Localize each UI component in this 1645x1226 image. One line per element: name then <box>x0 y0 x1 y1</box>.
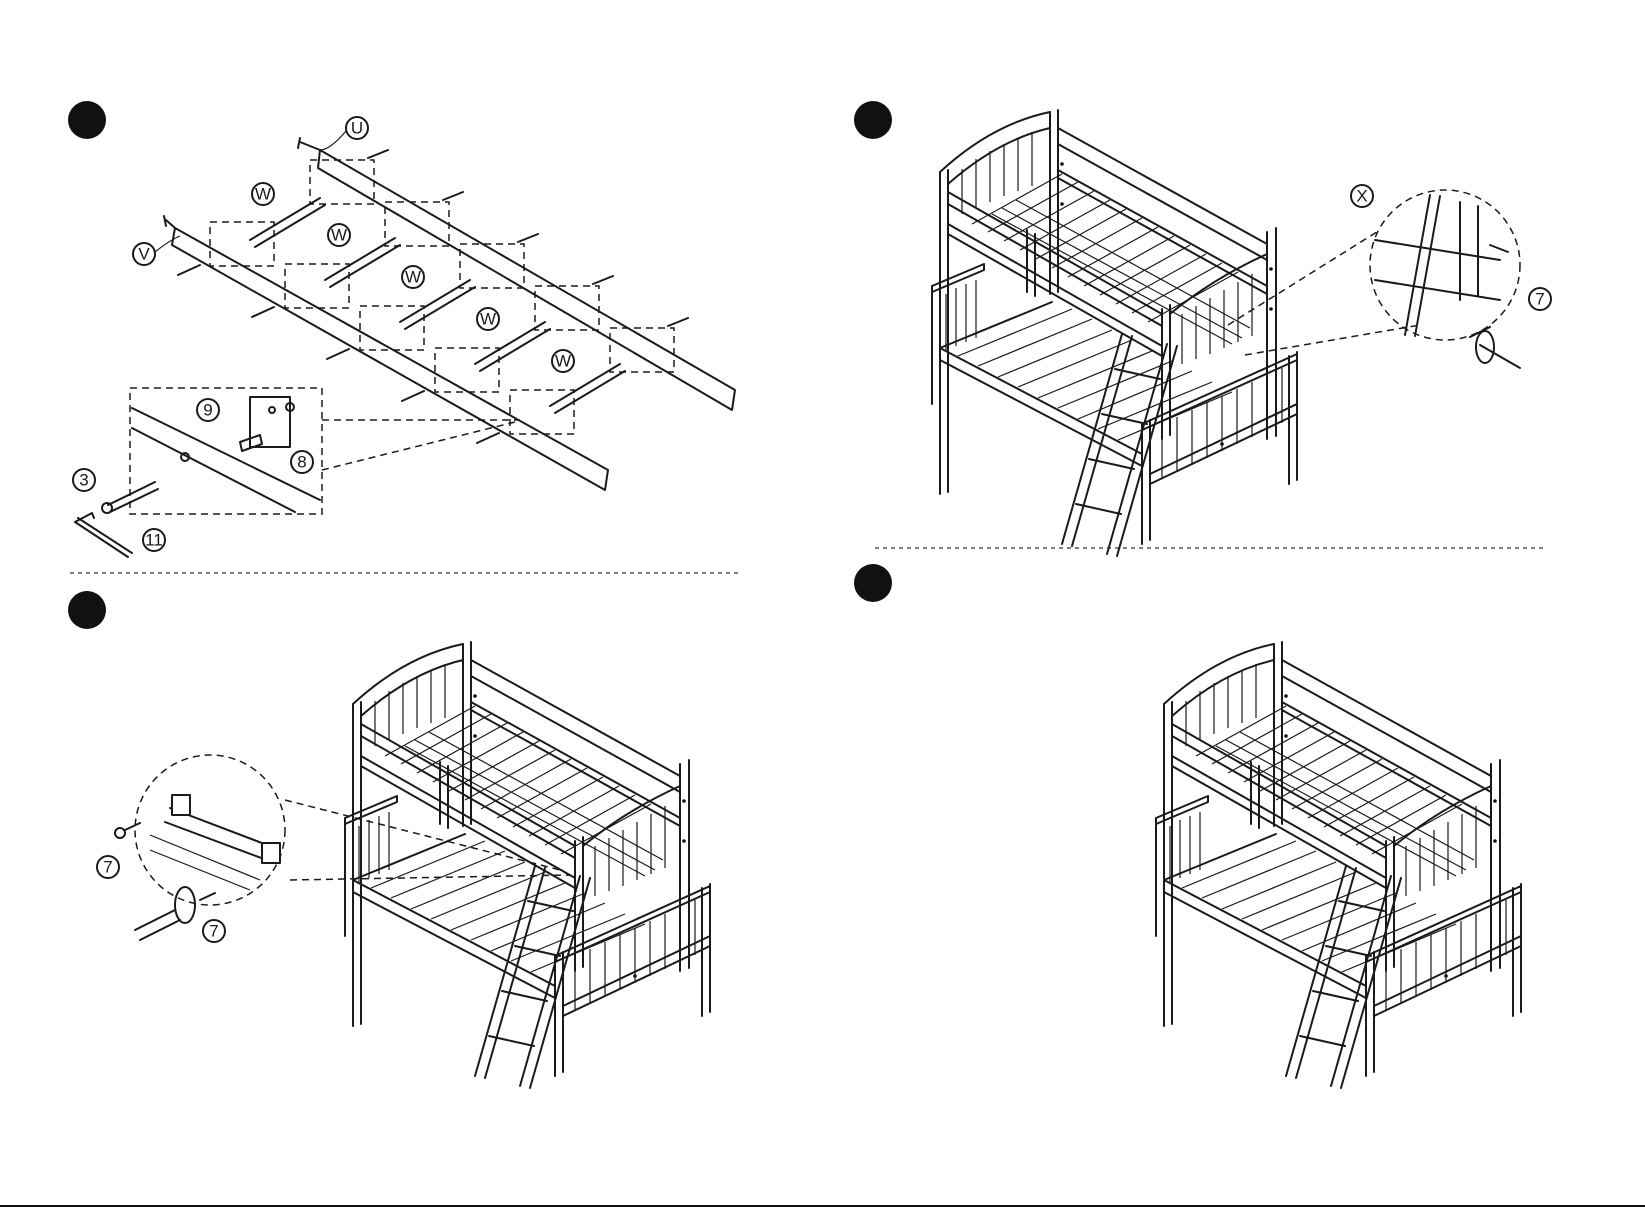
label-V: V <box>138 245 150 264</box>
label-W-1: W <box>255 185 271 204</box>
completed-bed-diagram <box>1156 642 1521 1088</box>
step-3-badge <box>68 591 106 629</box>
bed-ladder-attach-diagram: X 7 <box>932 110 1551 556</box>
label-part-8: 8 <box>297 453 306 472</box>
label-part-9: 9 <box>203 401 212 420</box>
label-W-2: W <box>331 226 347 245</box>
label-part-3: 3 <box>79 471 88 490</box>
label-W-4: W <box>480 310 496 329</box>
step-2-badge <box>854 101 892 139</box>
step-1-badge <box>68 101 106 139</box>
label-part-11: 11 <box>145 531 163 550</box>
bed-rail-attach-diagram: 7 7 <box>97 642 710 1088</box>
label-X: X <box>1356 187 1367 206</box>
label-part-7-top: 7 <box>1535 290 1544 309</box>
label-W-5: W <box>555 352 571 371</box>
label-U: U <box>351 119 363 138</box>
label-part-7-a: 7 <box>103 858 112 877</box>
step-4-badge <box>854 564 892 602</box>
label-part-7-b: 7 <box>209 922 218 941</box>
label-W-3: W <box>405 268 421 287</box>
ladder-assembly-diagram: U V W W W W W 9 8 3 11 <box>73 117 735 557</box>
